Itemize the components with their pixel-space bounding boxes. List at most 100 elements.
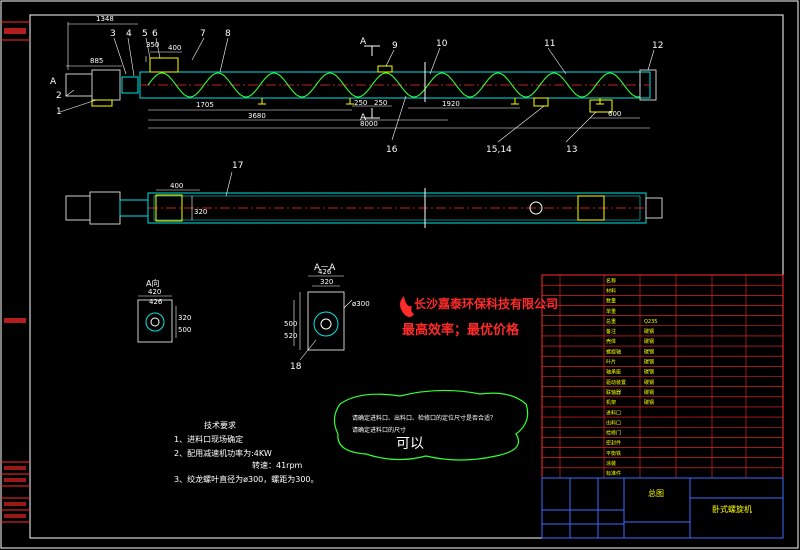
tech-req-item-1: 1、进料口现场确定 <box>174 434 243 444</box>
view-aa-title: A－A <box>314 263 336 273</box>
parts-list-label: 涂装 <box>606 460 616 467</box>
parts-list-value: 碳钢 <box>644 338 654 345</box>
plan-inlet <box>155 194 183 222</box>
parts-list-label: 进料口 <box>606 409 621 416</box>
dim-view-aa-426: 426 <box>318 268 332 276</box>
company-slogan: 最高效率；最优价格 <box>402 322 520 338</box>
product-name: 卧式螺旋机 <box>712 504 752 514</box>
parts-list-label: 驱动装置 <box>606 379 626 386</box>
parts-list-label: 备注 <box>606 328 616 335</box>
parts-list-value: Q235 <box>644 319 657 325</box>
parts-list-label: 标准件 <box>606 470 621 477</box>
motor <box>65 73 93 97</box>
parts-list-value: 碳钢 <box>644 328 654 335</box>
elevation-view <box>59 22 657 143</box>
dim-view-a-426: 426 <box>149 298 163 306</box>
supports <box>258 97 604 107</box>
flame-logo-icon <box>400 296 414 317</box>
dim-885: 885 <box>90 57 103 65</box>
dim-view-aa-500: 500 <box>284 320 297 328</box>
part-number-5: 5 <box>142 29 148 39</box>
view-a-shaft <box>145 312 165 332</box>
parts-list-label: 联轴器 <box>606 389 621 396</box>
drive-base <box>91 99 113 107</box>
view-a-hub <box>150 317 160 327</box>
part-number-12: 12 <box>652 41 663 51</box>
title-area <box>541 477 784 539</box>
dim-view-aa-520: 520 <box>284 332 297 340</box>
part-number-6: 6 <box>152 29 158 39</box>
outlet-port <box>589 99 613 113</box>
tech-req-item-3: 转速：41rpm <box>252 460 303 470</box>
parts-list-label: 总重 <box>606 318 616 325</box>
parts-list-value: 碳钢 <box>644 399 654 406</box>
cloud-note-line-2: 请确定进料口的尺寸 <box>352 426 406 434</box>
view-aa <box>293 275 353 361</box>
dim-plan-400: 400 <box>170 182 183 190</box>
tech-req-item-2: 2、配用减速机功率为:4KW <box>174 448 272 458</box>
parts-list-label: 机架 <box>606 399 616 406</box>
inlet-port <box>149 57 179 73</box>
parts-list-value: 碳钢 <box>644 359 654 366</box>
leader-lines <box>59 37 655 143</box>
drawing-title: 总图 <box>648 488 664 498</box>
part-number-15-14: 15,14 <box>486 145 512 155</box>
view-aa-hub <box>320 318 332 330</box>
parts-list-label: 螺旋轴 <box>606 348 621 355</box>
part-number-10: 10 <box>436 39 448 49</box>
dim-1348: 1348 <box>96 15 114 23</box>
view-a <box>137 295 177 343</box>
dim-400-top: 400 <box>168 44 181 52</box>
parts-list-label: 叶片 <box>606 359 616 366</box>
part-number-9: 9 <box>392 41 398 51</box>
cloud-note-line-1: 请确定进料口、出料口、检修口的定位尺寸是否合适？ <box>352 414 496 422</box>
parts-list-value: 碳钢 <box>644 369 654 376</box>
dim-1705: 1705 <box>196 101 214 109</box>
part-number-13: 13 <box>566 145 577 155</box>
part-number-1: 1 <box>56 107 62 117</box>
plan-dims <box>156 171 233 220</box>
dim-600: 600 <box>608 110 621 118</box>
dim-3680: 3680 <box>248 112 266 120</box>
part-number-17: 17 <box>232 161 243 171</box>
parts-list-label: 检修门 <box>606 430 621 437</box>
parts-list-value: 碳钢 <box>644 348 654 355</box>
dim-view-aa-320: 320 <box>320 278 333 286</box>
part-number-4: 4 <box>126 29 132 39</box>
section-arrow-a-bottom: A <box>360 113 367 123</box>
parts-list-label: 密封件 <box>606 440 621 447</box>
parts-list-label: 出料口 <box>606 419 621 426</box>
gearbox <box>91 69 121 101</box>
parts-list-label: 单重 <box>606 308 616 315</box>
plan-motor <box>65 195 91 221</box>
dim-250-a: 250 <box>354 99 367 107</box>
section-marker-a-left: A <box>50 77 57 87</box>
company-logo <box>400 296 414 317</box>
part-number-3: 3 <box>110 29 116 39</box>
plan-tail <box>645 197 663 219</box>
dim-view-a-420: 420 <box>148 288 161 296</box>
parts-list-label: 材料 <box>606 287 616 294</box>
coupling <box>121 76 139 94</box>
parts-list-labels: 名称材料数量单重总重备注壳体螺旋轴叶片轴承座驱动装置联轴器机架进料口出料口检修门… <box>606 277 626 477</box>
view-aa-flight <box>313 311 339 337</box>
dim-350: 350 <box>146 41 159 49</box>
dim-plan-320: 320 <box>194 208 207 216</box>
section-arrows <box>364 45 380 119</box>
view-a-body <box>137 299 173 343</box>
part-number-7: 7 <box>200 29 206 39</box>
part-number-2: 2 <box>56 91 62 101</box>
plan-gearbox <box>89 191 121 225</box>
parts-list-grid <box>542 275 783 478</box>
dim-1920: 1920 <box>442 100 460 108</box>
section-arrow-a-top: A <box>360 37 367 47</box>
screw-flight <box>147 72 641 98</box>
dimension-lines <box>66 22 650 129</box>
plan-outlet <box>577 195 605 221</box>
dim-view-aa-diameter: ø300 <box>352 300 370 308</box>
parts-list-label: 平衡铁 <box>606 450 621 457</box>
tech-req-title: 技术要求 <box>204 420 236 430</box>
